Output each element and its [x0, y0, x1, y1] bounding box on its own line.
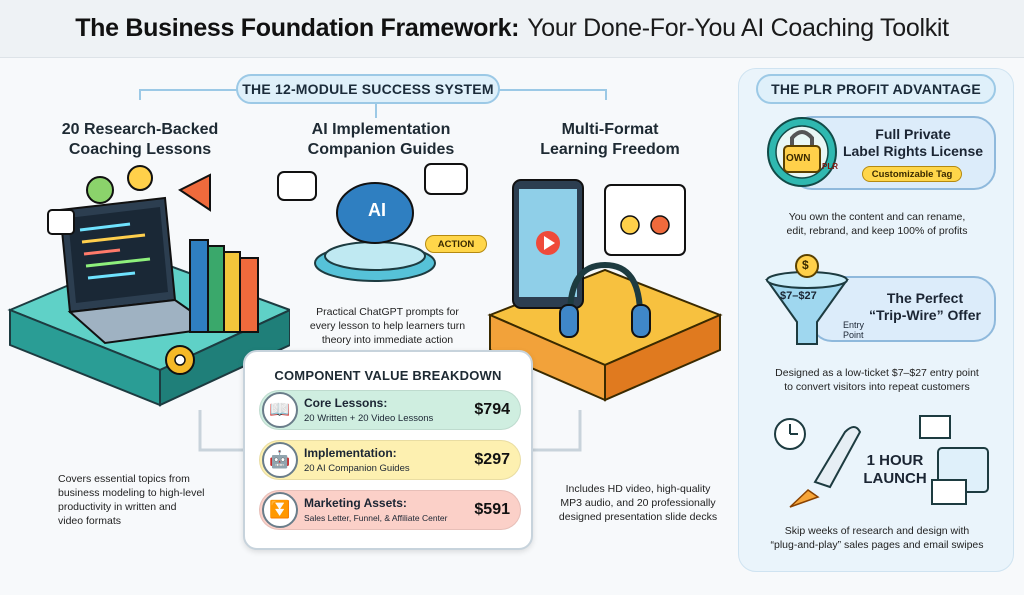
robot-icon: 🤖: [262, 442, 298, 478]
row-label: Implementation:: [304, 446, 397, 460]
offer-title-line1: The Perfect: [886, 290, 964, 306]
row-value: $297: [474, 451, 510, 468]
breakdown-row-marketing: ⏬ Marketing Assets: Sales Letter, Funnel…: [259, 490, 521, 530]
value-breakdown-card: COMPONENT VALUE BREAKDOWN 📖 Core Lessons…: [243, 350, 533, 550]
license-title-part3: Rights License: [883, 143, 984, 159]
launch-title: 1 HOUR LAUNCH: [840, 452, 950, 488]
breakdown-row-core: 📖 Core Lessons: 20 Written + 20 Video Le…: [259, 390, 521, 430]
ai-badge-text: AI: [368, 200, 386, 220]
row-sub: 20 AI Companion Guides: [304, 463, 410, 474]
formats-illustration: [487, 179, 723, 402]
book-icon: 📖: [262, 392, 298, 428]
row-value: $591: [474, 501, 510, 518]
offer-title-line2: “Trip-Wire” Offer: [869, 307, 981, 323]
guides-title-line1: AI Implementation: [311, 121, 451, 138]
row-value: $794: [474, 401, 510, 418]
row-label: Marketing Assets:: [304, 496, 407, 510]
title-bold-part: The Business Foundation Framework:: [75, 14, 520, 42]
formats-caption-line1: Includes HD video, high-quality: [565, 483, 711, 495]
guides-caption-line1: Practical ChatGPT prompts for: [316, 306, 459, 318]
lessons-caption-line3: productivity in written and: [58, 501, 177, 513]
ai-guides-illustration: [277, 163, 468, 282]
lessons-caption: Covers essential topics from business mo…: [58, 472, 233, 528]
row-sub: 20 Written + 20 Video Lessons: [304, 413, 434, 424]
customizable-tag: Customizable Tag: [862, 166, 962, 182]
license-caption: You own the content and can rename, edit…: [752, 210, 1002, 238]
lessons-title-line2: Coaching Lessons: [68, 141, 212, 158]
plr-header: THE PLR PROFIT ADVANTAGE: [756, 74, 996, 104]
license-title: Full Private Label Rights License: [838, 126, 988, 160]
title-rest-part: Your Done-For-You AI Coaching Toolkit: [527, 14, 949, 42]
breakdown-row-implementation: 🤖 Implementation: 20 AI Companion Guides…: [259, 440, 521, 480]
formats-caption-line3: designed presentation slide decks: [558, 511, 718, 523]
formats-caption-line2: MP3 audio, and 20 professionally: [560, 497, 716, 509]
offer-caption-line1: Designed as a low-ticket $7–$27 entry po…: [775, 367, 979, 379]
own-label: OWN: [786, 153, 811, 164]
funnel-icon: [765, 254, 849, 345]
entry-point-label: Entry Point: [843, 320, 864, 340]
row-label: Core Lessons:: [304, 396, 388, 410]
lessons-title-line1: 20 Research-Backed: [61, 121, 219, 138]
formats-title-line1: Multi-Format: [561, 121, 659, 138]
guides-title: AI Implementation Companion Guides: [276, 120, 486, 160]
plr-label: PLR: [822, 162, 838, 171]
offer-caption-line2: to convert visitors into repeat customer…: [784, 381, 970, 393]
formats-title-line2: Learning Freedom: [540, 141, 680, 158]
license-title-part2: Label: [842, 143, 880, 159]
launch-caption-line1: Skip weeks of research and design with: [784, 525, 970, 537]
offer-caption: Designed as a low-ticket $7–$27 entry po…: [752, 366, 1002, 394]
guides-caption: Practical ChatGPT prompts for every less…: [300, 305, 475, 347]
funnel-icon: ⏬: [262, 492, 298, 528]
rocket-launch-illustration: [774, 415, 989, 508]
lessons-caption-line4: video formats: [58, 515, 122, 527]
launch-title-line1: 1 HOUR: [866, 452, 924, 469]
action-badge: ACTION: [425, 235, 487, 253]
launch-caption-line2: “plug-and-play” sales pages and email sw…: [770, 539, 984, 551]
license-caption-line2: edit, rebrand, and keep 100% of profits: [786, 225, 968, 237]
license-title-part1: Full Private: [875, 126, 951, 142]
offer-title: The Perfect “Trip-Wire” Offer: [858, 290, 992, 324]
breakdown-title: COMPONENT VALUE BREAKDOWN: [274, 368, 502, 383]
launch-caption: Skip weeks of research and design with “…: [752, 524, 1002, 552]
formats-title: Multi-Format Learning Freedom: [510, 120, 710, 160]
system-header: THE 12-MODULE SUCCESS SYSTEM: [236, 74, 500, 104]
lessons-caption-line2: business modeling to high-level: [58, 487, 205, 499]
guides-title-line2: Companion Guides: [307, 141, 455, 158]
guides-caption-line3: theory into immediate action: [321, 334, 454, 346]
lessons-caption-line1: Covers essential topics from: [58, 473, 190, 485]
lock-seal-icon: [767, 117, 837, 187]
license-caption-line1: You own the content and can rename,: [788, 211, 966, 223]
launch-title-line2: LAUNCH: [863, 470, 927, 487]
lessons-illustration: [7, 165, 290, 407]
entry-line1: Entry: [843, 320, 865, 330]
price-range: $7–$27: [780, 290, 817, 302]
page-title: The Business Foundation Framework: Your …: [0, 0, 1024, 58]
row-sub: Sales Letter, Funnel, & Affiliate Center: [304, 513, 448, 523]
dollar-sign: $: [802, 258, 809, 272]
entry-line2: Point: [843, 330, 864, 340]
lessons-title: 20 Research-Backed Coaching Lessons: [30, 120, 250, 160]
formats-caption: Includes HD video, high-quality MP3 audi…: [548, 482, 728, 524]
guides-caption-line2: every lesson to help learners turn: [309, 320, 466, 332]
